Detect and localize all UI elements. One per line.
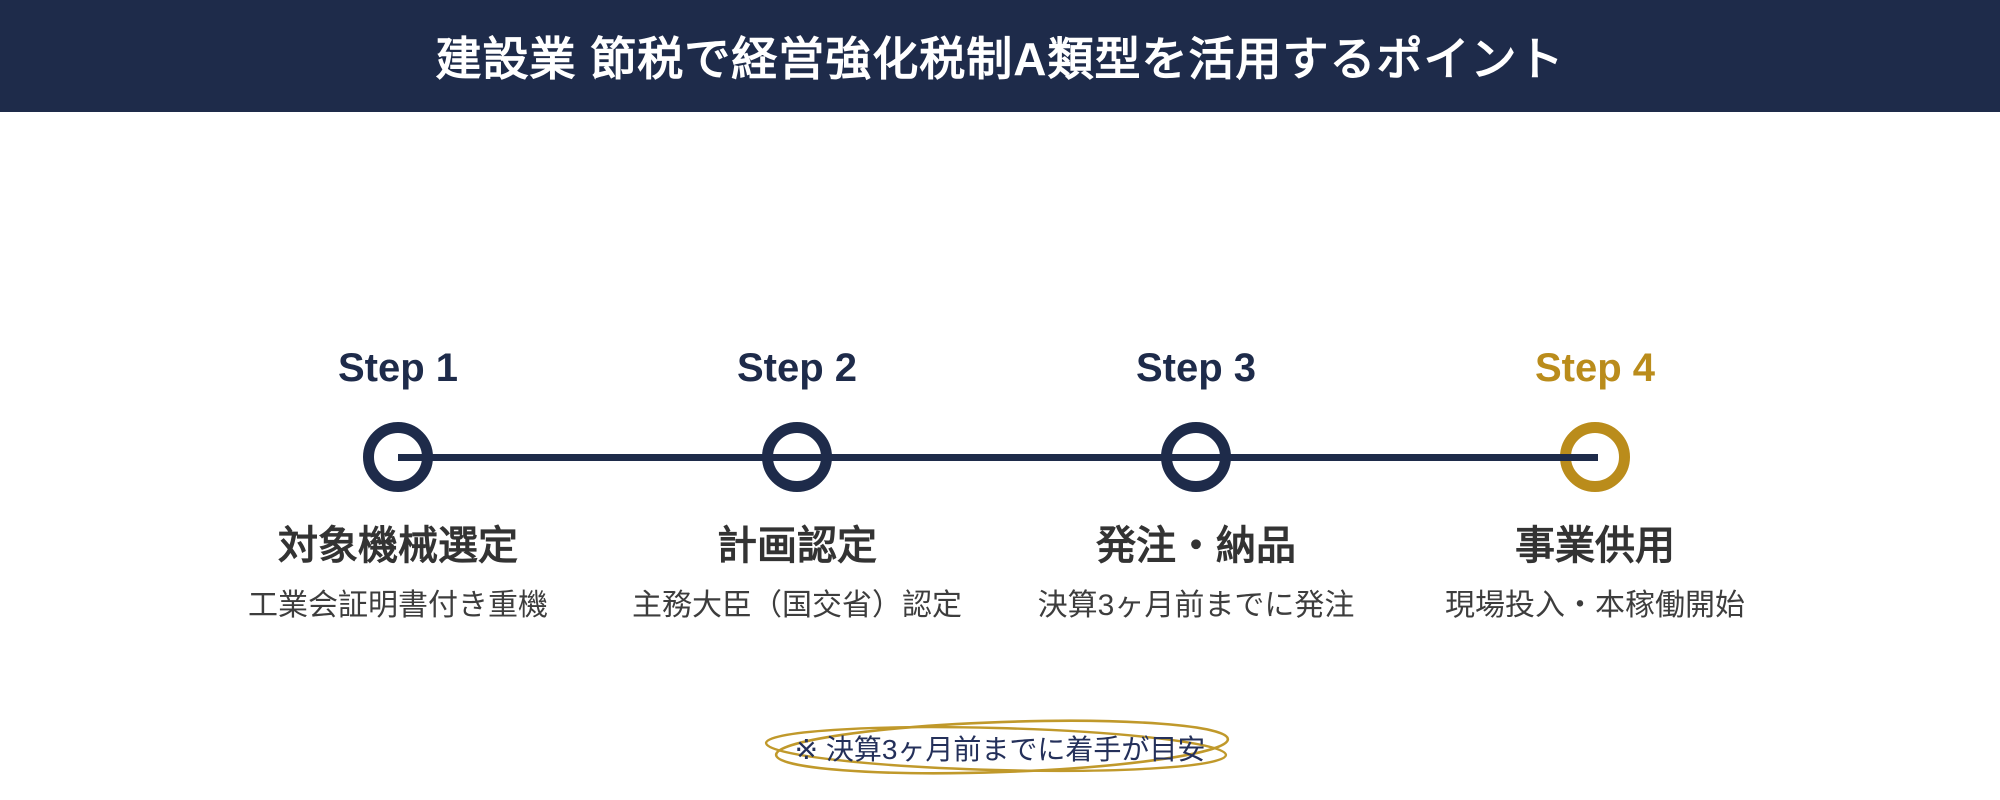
step-2-label: Step 2: [736, 346, 858, 390]
timeline-step-3: Step 3 発注・納品 決算3ヶ月前までに発注: [996, 0, 1396, 800]
step-2-subtitle: 主務大臣（国交省）認定: [632, 589, 962, 622]
deadline-note: ※ 決算3ヶ月前までに着手が目安: [750, 708, 1250, 788]
timeline-step-2: Step 2 計画認定 主務大臣（国交省）認定: [597, 0, 997, 800]
note-text: ※ 決算3ヶ月前までに着手が目安: [794, 734, 1206, 765]
step-3-title: 発注・納品: [1096, 524, 1296, 568]
step-2-title: 計画認定: [717, 524, 877, 568]
step-4-label: Step 4: [1534, 346, 1656, 390]
step-4-title: 事業供用: [1515, 524, 1675, 568]
timeline-step-4: Step 4 事業供用 現場投入・本稼働開始: [1395, 0, 1795, 800]
header-banner: 建設業 節税で経営強化税制A類型を活用するポイント: [0, 0, 2000, 112]
step-3-subtitle: 決算3ヶ月前までに発注: [1037, 589, 1355, 622]
page-title: 建設業 節税で経営強化税制A類型を活用するポイント: [435, 33, 1565, 85]
step-4-subtitle: 現場投入・本稼働開始: [1445, 589, 1745, 622]
step-1-label: Step 1: [337, 346, 459, 390]
hand-drawn-ellipse-icon: [764, 719, 1230, 775]
timeline-line: [398, 454, 1598, 461]
step-3-label: Step 3: [1135, 346, 1257, 390]
step-1-title: 対象機械選定: [278, 524, 518, 568]
step-1-subtitle: 工業会証明書付き重機: [248, 589, 548, 622]
timeline-step-1: Step 1 対象機械選定 工業会証明書付き重機: [198, 0, 598, 800]
